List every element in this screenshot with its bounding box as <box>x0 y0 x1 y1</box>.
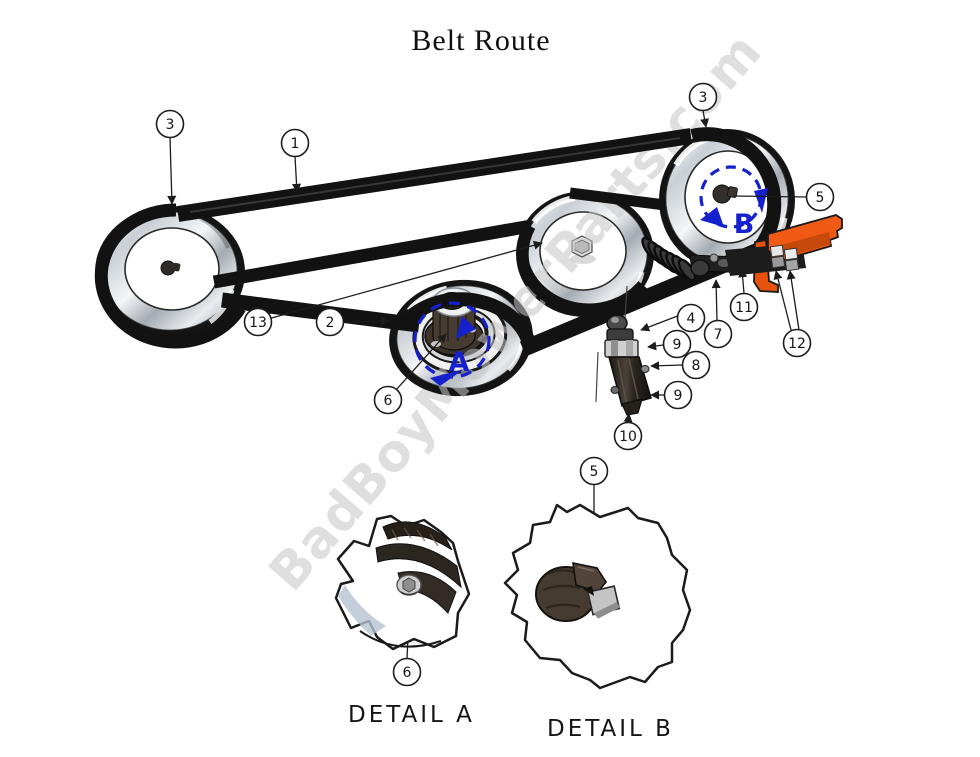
callout-11: 11 <box>729 292 759 322</box>
svg-text:13: 13 <box>249 315 267 331</box>
svg-text:5: 5 <box>590 464 599 480</box>
svg-text:8: 8 <box>692 358 701 374</box>
rotation-annotation-a: A <box>413 301 491 386</box>
center-pulley-bolt <box>570 235 596 264</box>
svg-text:10: 10 <box>619 429 637 445</box>
svg-text:11: 11 <box>735 300 753 316</box>
belt-wrap-left-pulley <box>94 203 246 349</box>
belt-highlight <box>189 137 681 213</box>
svg-text:5: 5 <box>816 190 825 206</box>
belt-short-span <box>569 187 666 211</box>
rotation-a-arrowhead <box>456 316 476 339</box>
callout-5-detail-b: 5 <box>579 456 609 486</box>
belt-wrap-center-left <box>516 223 536 268</box>
leader-lines <box>167 110 807 659</box>
tension-spring <box>641 236 697 282</box>
svg-text:1: 1 <box>291 136 300 152</box>
callout-8: 8 <box>681 350 711 380</box>
left-pulley <box>95 206 245 338</box>
svg-text:3: 3 <box>166 117 175 133</box>
svg-text:3: 3 <box>699 90 708 106</box>
callout-6-detail-a: 6 <box>392 657 422 687</box>
belt-mid-span <box>212 219 533 289</box>
tensioner-rod <box>595 285 652 416</box>
callout-7: 7 <box>703 319 733 349</box>
bracket-nuts <box>769 244 800 272</box>
detail-a-view <box>334 514 471 651</box>
callout-3-right-pulley: 3 <box>688 82 718 112</box>
rotation-b-arrowhead2 <box>700 207 724 227</box>
callout-5-right-hub: 5 <box>805 182 835 212</box>
belt-wrap-center-bottom <box>518 263 648 316</box>
svg-text:9: 9 <box>674 388 683 404</box>
detail-a-bolt <box>396 574 422 596</box>
svg-text:12: 12 <box>788 336 806 352</box>
callout-6-idler-hub: 6 <box>373 385 403 415</box>
callouts: 3 1 3 5 13 2 6 4 9 8 9 10 7 11 12 5 <box>155 82 835 687</box>
svg-text:6: 6 <box>384 393 393 409</box>
svg-text:9: 9 <box>673 337 682 353</box>
callout-1-belt: 1 <box>280 128 310 158</box>
callout-13: 13 <box>243 307 273 337</box>
left-pulley-hub <box>160 260 181 276</box>
callout-4: 4 <box>676 303 706 333</box>
svg-text:4: 4 <box>687 311 696 327</box>
detail-b-label: DETAIL B <box>547 716 674 742</box>
callout-10: 10 <box>613 421 643 451</box>
rotation-b-arrowhead <box>754 188 768 213</box>
rotation-a-label: A <box>449 347 470 378</box>
right-pulley-hub <box>712 184 738 204</box>
callout-9-lower: 9 <box>663 380 693 410</box>
callout-12: 12 <box>782 328 812 358</box>
orange-bracket <box>725 214 843 293</box>
rotation-b-label: B <box>734 209 755 240</box>
svg-text:7: 7 <box>714 327 723 343</box>
callout-3-left-pulley: 3 <box>155 109 185 139</box>
belt-wrap-right-pulley <box>690 127 782 256</box>
callout-9-upper: 9 <box>662 329 692 359</box>
rotation-a-arrowhead2 <box>430 369 464 386</box>
detail-b-view <box>503 503 692 690</box>
svg-text:2: 2 <box>326 315 335 331</box>
belt-wrap-idler <box>402 292 537 349</box>
callout-2-idler: 2 <box>315 307 345 337</box>
svg-text:6: 6 <box>403 665 412 681</box>
page-title: Belt Route <box>411 24 550 57</box>
detail-a-label: DETAIL A <box>348 702 475 728</box>
